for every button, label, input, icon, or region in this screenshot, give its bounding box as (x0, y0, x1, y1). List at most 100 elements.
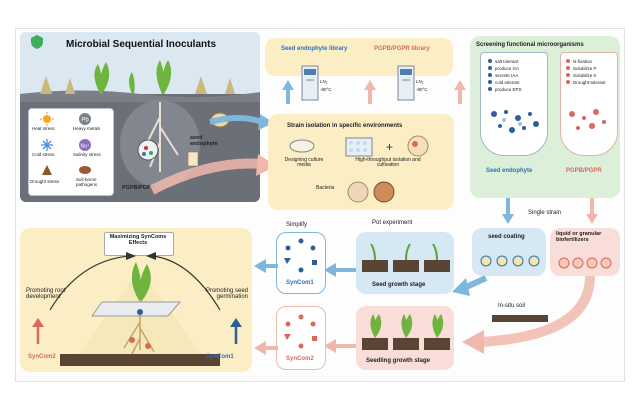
trait-item: N-fixation (566, 58, 606, 65)
trait-label: salt tolerant (495, 59, 519, 64)
granules-icon (558, 257, 612, 269)
trait-bullet-icon (488, 73, 492, 77)
pgpb-library: PGPB/PGPR library (374, 46, 430, 52)
syncom1-ring (284, 238, 317, 273)
trait-bullet-icon (488, 66, 492, 70)
isolation-title: Strain isolation in specific environment… (287, 123, 403, 129)
isolation-illustration: + (289, 135, 429, 203)
liquid-label: liquid or granular biofertilizers (556, 231, 602, 243)
pathogens-label: Soil-borne pathogens (76, 177, 98, 187)
trait-label: N-fixation (573, 59, 593, 64)
trait-label: secrete IAA (495, 73, 519, 78)
heavy-metals-label: Heavy metals (73, 126, 101, 131)
pink-return-arrow (462, 276, 595, 354)
simplify-label: Simplify (286, 222, 308, 228)
plant-illustration (49, 252, 221, 366)
heavy-metal-icon: Pb (79, 113, 91, 125)
trait-bullet-icon (566, 80, 570, 84)
coated-seeds-icon (480, 255, 540, 267)
trait-item: produce GA (488, 65, 522, 72)
stage-to-syncom-arrows (324, 263, 356, 353)
trait-bullet-icon (566, 66, 570, 70)
freezer-right-n2: LN₂ (416, 79, 424, 84)
freezer-right-icon (397, 65, 415, 101)
liquid-panel (550, 228, 620, 276)
trait-bullet-icon (566, 59, 570, 63)
trait-item: Solubilize K (566, 72, 606, 79)
syncom-to-plant-arrows (254, 259, 278, 355)
freezer-left-n2: LN₂ (320, 79, 328, 84)
pot-sprouts (362, 243, 450, 272)
trait-bullet-icon (566, 73, 570, 77)
freezer-right-temp: -80°C (416, 87, 428, 92)
seedling-growth-stage-label: Seedling growth stage (366, 358, 431, 364)
sun-icon (40, 112, 54, 126)
promoting-root-label: Promoting root development (26, 288, 66, 301)
single-strain-label: Single strain (528, 210, 562, 216)
maximizing-box (104, 232, 174, 256)
heat-stress-label: Heat stress (32, 126, 55, 131)
syncom1-label: SynCom1 (286, 280, 314, 286)
trait-label: Solubilize K (573, 73, 597, 78)
svg-text:+: + (386, 140, 393, 154)
trait-item: cold tolerant (488, 79, 522, 86)
pot-experiment-label: Pot experiment (372, 220, 413, 226)
trait-item: Solubilize P (566, 65, 606, 72)
screening-pgpb: PGPB/PGPR (566, 168, 602, 174)
root-up-arrow-icon (32, 318, 44, 344)
seed-endophyte-label: seed endophyte (190, 135, 218, 147)
library-arrows (282, 80, 466, 104)
designing-label: Designing culture media (284, 157, 324, 169)
main-title: Microbial Sequential Inoculants (66, 39, 217, 50)
stress-box (28, 108, 114, 196)
seed-coating-panel (472, 228, 546, 276)
pathogen-icon (79, 166, 91, 174)
in-situ-soil-label: In-situ soil (498, 303, 526, 309)
salinity-stress-label: Salinity stress (73, 152, 101, 157)
screening-title: Screening functional microorganisms (476, 42, 584, 48)
pgpb-colonies (569, 109, 606, 130)
screening-seed-endophyte: Seed endophyte (486, 168, 533, 174)
library-panel (265, 38, 453, 76)
trait-item: Drought-tolerant (566, 79, 606, 86)
trait-bullet-icon (488, 59, 492, 63)
seed-growth-stage-label: Seed growth stage (372, 282, 426, 288)
pgpb-label: PGPB/PGPR (122, 185, 155, 191)
trait-bullet-icon (488, 80, 492, 84)
trait-bullet-icon (488, 87, 492, 91)
snowflake-icon (41, 139, 53, 151)
seed-coating-label: seed coating (488, 234, 525, 240)
trait-label: produce EPS (495, 87, 522, 92)
trait-label: produce GA (495, 66, 520, 71)
drought-stress-label: Drought stress (30, 179, 60, 184)
seed-up-arrow-icon (230, 318, 242, 344)
trait-item: secrete IAA (488, 72, 522, 79)
trait-label: Drought-tolerant (573, 80, 606, 85)
freezer-left-temp: -80°C (320, 87, 332, 92)
trait-item: produce EPS (488, 86, 522, 93)
salinity-symbol: Na⁺ (80, 144, 89, 150)
left-traits-list: salt tolerant produce GA secrete IAA cold t… (488, 58, 522, 93)
trait-label: Solubilize P (573, 66, 597, 71)
bottom-syncom1-label: SynCom1 (206, 354, 234, 360)
syncom2-label: SynCom2 (286, 356, 314, 362)
promoting-seed-label: Promoting seed germination (205, 288, 248, 301)
bacteria-label: Bacteria (316, 185, 335, 191)
high-throughput-label: High-throughput isolation and cultivatio… (355, 157, 421, 169)
blue-left-arrow (452, 275, 488, 296)
soil-strip (492, 315, 548, 322)
heavy-metal-symbol: Pb (81, 118, 89, 124)
maximizing-label: Maximizing SynComs Effects (109, 234, 167, 246)
drought-icon (42, 165, 52, 175)
cold-stress-label: Cold stress (32, 152, 55, 157)
salinity-icon: Na⁺ (79, 139, 91, 151)
pot-seedlings (362, 314, 450, 350)
endophyte-colonies (491, 110, 539, 133)
syncom2-ring (284, 314, 317, 349)
freezer-left-icon (301, 65, 319, 101)
trait-item: salt tolerant (488, 58, 522, 65)
flow-arrows-field (150, 114, 276, 195)
trait-label: cold tolerant (495, 80, 520, 85)
bottom-syncom2-label: SynCom2 (28, 354, 56, 360)
